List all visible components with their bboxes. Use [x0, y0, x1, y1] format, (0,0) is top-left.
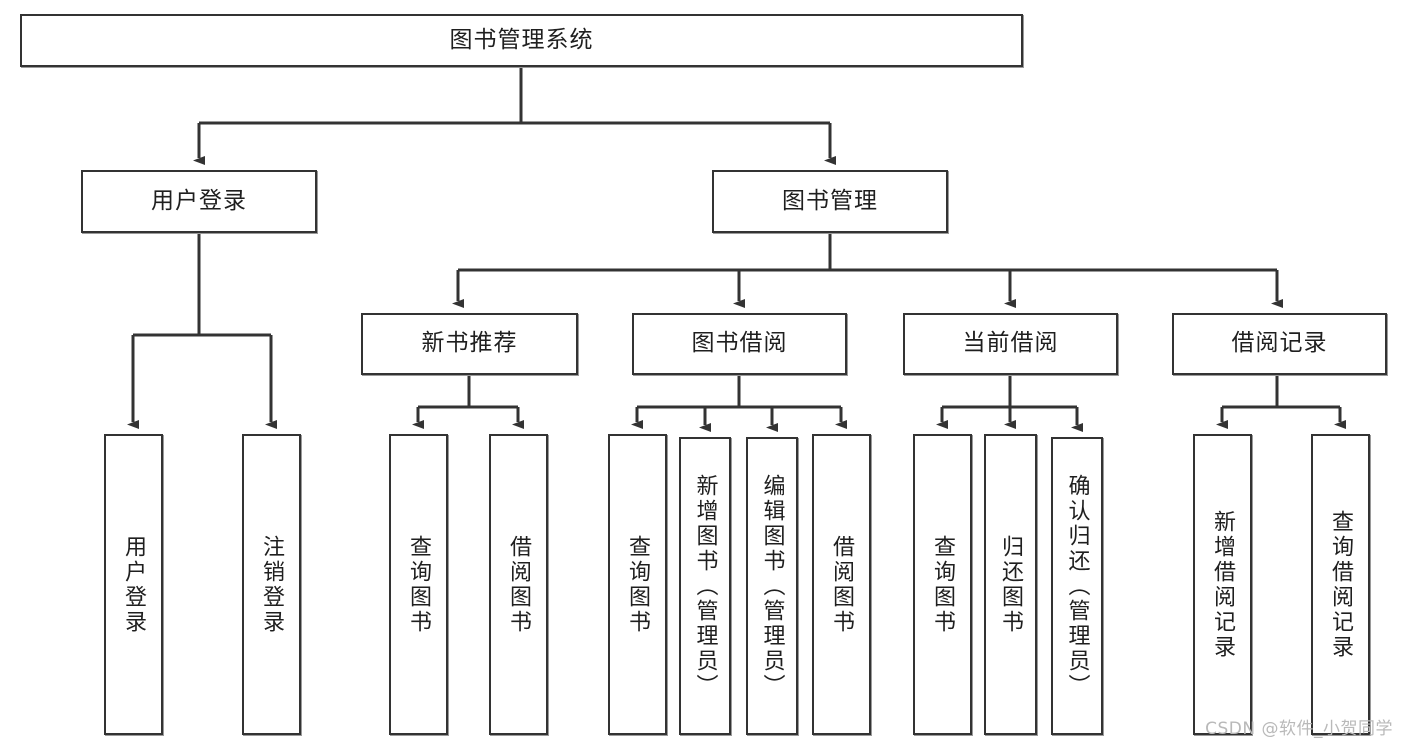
csdn-watermark: CSDN @软件_小贺同学	[1205, 719, 1393, 739]
node-label: 借阅图书	[506, 534, 532, 635]
node-label: 注销登录	[259, 534, 285, 635]
node-label: 图书管理系统	[449, 26, 594, 53]
node-label: 查询图书	[930, 534, 956, 635]
leaf-user-login[interactable]: 用户登录	[104, 434, 163, 735]
node-label: 用户登录	[121, 534, 147, 635]
node-label: 图书借阅	[691, 330, 788, 357]
node-label: 查询图书	[625, 534, 651, 635]
leaf-records-query-record[interactable]: 查询借阅记录	[1311, 434, 1370, 735]
node-label: 当前借阅	[962, 330, 1059, 357]
node-user-login[interactable]: 用户登录	[81, 170, 317, 233]
node-root-library-system[interactable]: 图书管理系统	[20, 14, 1023, 67]
node-book-borrow[interactable]: 图书借阅	[632, 313, 847, 375]
node-label: 新增图书（管理员）	[692, 473, 718, 699]
leaf-new-book-query[interactable]: 查询图书	[389, 434, 448, 735]
leaf-current-return-book[interactable]: 归还图书	[984, 434, 1037, 735]
leaf-records-add-record[interactable]: 新增借阅记录	[1193, 434, 1252, 735]
node-current-borrow[interactable]: 当前借阅	[903, 313, 1118, 375]
node-label: 查询图书	[406, 534, 432, 635]
leaf-current-query-book[interactable]: 查询图书	[913, 434, 972, 735]
node-label: 确认归还（管理员）	[1064, 473, 1090, 699]
node-label: 归还图书	[998, 534, 1024, 635]
node-label: 用户登录	[151, 187, 247, 214]
leaf-user-logout[interactable]: 注销登录	[242, 434, 301, 735]
node-label: 新增借阅记录	[1210, 509, 1236, 660]
leaf-borrow-query-book[interactable]: 查询图书	[608, 434, 667, 735]
leaf-current-confirm-return[interactable]: 确认归还（管理员）	[1051, 437, 1103, 735]
leaf-borrow-edit-book[interactable]: 编辑图书（管理员）	[746, 437, 798, 735]
node-label: 借阅图书	[829, 534, 855, 635]
leaf-new-book-borrow[interactable]: 借阅图书	[489, 434, 548, 735]
node-label: 新书推荐	[421, 330, 518, 357]
node-label: 查询借阅记录	[1328, 509, 1354, 660]
node-book-management[interactable]: 图书管理	[712, 170, 948, 233]
leaf-borrow-borrow-book[interactable]: 借阅图书	[812, 434, 871, 735]
leaf-borrow-add-book[interactable]: 新增图书（管理员）	[679, 437, 731, 735]
node-label: 编辑图书（管理员）	[759, 473, 785, 699]
node-label: 图书管理	[782, 187, 878, 214]
node-label: 借阅记录	[1231, 330, 1328, 357]
node-new-book-recommend[interactable]: 新书推荐	[361, 313, 578, 375]
node-borrow-records[interactable]: 借阅记录	[1172, 313, 1387, 375]
